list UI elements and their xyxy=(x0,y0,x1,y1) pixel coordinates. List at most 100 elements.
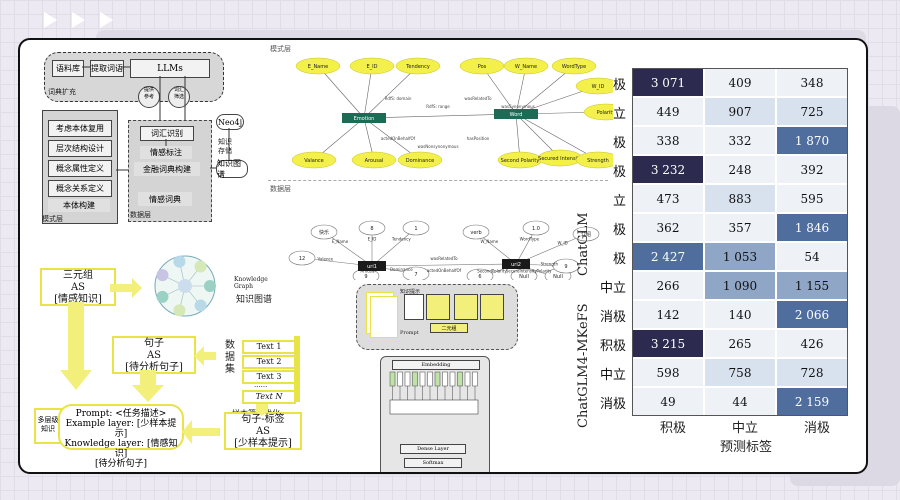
data-edge-label: Polarity xyxy=(537,268,553,273)
dataset-item: Text N xyxy=(242,390,296,404)
data-edge-label: Strength xyxy=(541,262,559,267)
instance-node xyxy=(358,261,386,271)
data-item-label: 词汇识别 xyxy=(151,129,183,138)
schema-item: 层次结构设计 xyxy=(48,140,112,157)
labeled-line: [少样本提示] xyxy=(234,438,292,449)
schema-node xyxy=(575,77,613,95)
data-node xyxy=(402,266,430,280)
play-arrow-icon xyxy=(72,12,85,28)
entity-node xyxy=(342,113,386,123)
data-node-label: 9 xyxy=(364,274,367,280)
schema-item: 本体构建 xyxy=(48,199,110,212)
schema-node xyxy=(291,151,337,169)
labeled-line: AS xyxy=(255,426,271,437)
schema-node-label: WordType xyxy=(562,64,586,70)
play-arrow-icon xyxy=(100,12,113,28)
schema-edge xyxy=(363,65,419,119)
sentiment-dict-box: 情感词典 xyxy=(138,192,192,206)
token-cell xyxy=(434,371,441,387)
data-edge-label: SecondPolarity xyxy=(477,268,507,273)
schema-node xyxy=(503,57,549,75)
prompt-line: Prompt: <任务描述> xyxy=(75,409,167,419)
prompt-line: Example layer: [少样本提示] xyxy=(65,419,177,439)
heatmap-cell: 725 xyxy=(776,97,848,126)
model-block xyxy=(404,294,424,320)
heatmap-cell: 449 xyxy=(632,97,704,126)
heatmap-row-label: 中立 xyxy=(599,281,626,296)
model-label-mkefs: ChatGLM4-MKeFS xyxy=(576,303,591,428)
schema-node-label: Arousal xyxy=(365,158,384,164)
model-block xyxy=(454,294,478,320)
dataset-item: Text 1 xyxy=(242,340,296,354)
entity-label: Word xyxy=(510,112,523,118)
heatmap-cell: 595 xyxy=(776,184,848,213)
schema-node xyxy=(551,57,597,75)
data-node-label: 1.0 xyxy=(532,226,540,232)
data-node-label: 1 xyxy=(414,226,417,232)
schema-node xyxy=(351,151,397,169)
heatmap-cell: 473 xyxy=(632,184,704,213)
kg-line: Knowledge xyxy=(234,276,268,283)
kg-node xyxy=(194,260,207,273)
input-label: 知识提示 xyxy=(400,289,421,295)
data-edge-label: W_ID xyxy=(558,240,568,245)
schema-node xyxy=(295,57,341,75)
data-edge-label: Valence xyxy=(318,256,334,261)
schema-node-label: E_Name xyxy=(308,64,328,70)
token-cell xyxy=(464,371,471,387)
schema-item-label: 本体构建 xyxy=(63,201,95,210)
data-item-label: 情感标注 xyxy=(150,148,182,157)
data-layer-label: 数据层 xyxy=(130,211,151,219)
heatmap-cell: 54 xyxy=(776,242,848,271)
layer-divider xyxy=(268,180,608,181)
heatmap-row-label: 消极 xyxy=(599,310,626,325)
heatmap-cell: 3 215 xyxy=(632,329,704,358)
heatmap-cell: 2 066 xyxy=(776,300,848,329)
data-node xyxy=(402,220,430,236)
heatmap-row-label: 消极 xyxy=(599,397,626,412)
heatmap-cell: 1 090 xyxy=(704,271,776,300)
input-doc-stack xyxy=(370,296,398,338)
schema-node-label: Polarity xyxy=(597,110,613,116)
triple-line: 三元组 xyxy=(63,270,93,281)
mid-label: 二元组 xyxy=(441,325,457,332)
data-node xyxy=(462,224,490,240)
data-node xyxy=(552,258,580,274)
aux-label: 词汇 xyxy=(173,87,184,93)
heatmap-cell: 142 xyxy=(632,300,704,329)
kg-node xyxy=(204,280,216,292)
sentiment-dict-label: 情感词典 xyxy=(149,194,181,204)
schema-node-label: Tendency xyxy=(405,64,430,70)
corpus-box: 语料库 xyxy=(52,60,84,77)
heatmap-cell: 392 xyxy=(776,155,848,184)
neo4j-box: Neo4j xyxy=(216,114,244,130)
model-block xyxy=(480,294,504,320)
mid-box: 二元组 xyxy=(430,323,468,333)
data-item: 词汇识别 xyxy=(140,126,194,141)
instance-label: uri1 xyxy=(367,264,377,270)
instance-node xyxy=(502,259,530,269)
schema-node xyxy=(395,57,441,75)
dataset-item: Text 2 xyxy=(242,355,296,369)
data-edge-label: Tendency xyxy=(391,236,411,241)
heatmap-cell: 758 xyxy=(704,358,776,387)
prompt-flow-arrows xyxy=(60,278,268,444)
relation-label: wasNonsynonymous xyxy=(417,144,458,149)
x-tick-label: 消极 xyxy=(804,421,831,436)
instance-relation-label: wasRelatedTo xyxy=(430,256,458,261)
heatmap-row-label: 极 xyxy=(612,136,626,151)
neo4j-label: Neo4j xyxy=(217,117,243,127)
schema-node-label: Strength xyxy=(587,158,609,164)
heatmap-cell: 907 xyxy=(704,97,776,126)
dense-layer: Dense Layer xyxy=(400,444,466,454)
dataset-item: Text 3 xyxy=(242,370,296,384)
data-node-label: Null xyxy=(553,274,563,280)
kg-node xyxy=(156,269,169,282)
data-edge xyxy=(371,227,417,267)
heatmap-cell: 357 xyxy=(704,213,776,242)
kg-node xyxy=(173,255,186,268)
x-tick-label: 中立 xyxy=(732,421,759,436)
data-node xyxy=(466,268,494,280)
